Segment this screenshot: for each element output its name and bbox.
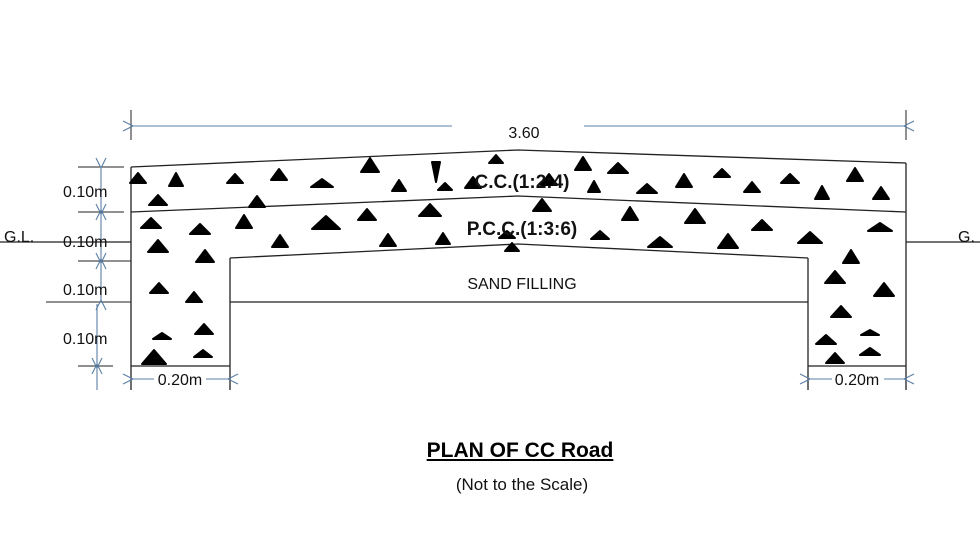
aggregate-stone <box>621 206 639 221</box>
cc-top-edge <box>130 149 907 168</box>
aggregate-stone <box>636 183 658 194</box>
aggregate-stone <box>194 323 214 335</box>
right-width-dimension: 0.20m <box>810 372 904 389</box>
aggregate-stone <box>498 230 516 239</box>
vertical-dimension-chain: 0.10m 0.10m 0.10m 0.10m <box>63 168 107 390</box>
aggregate-stone <box>152 332 172 340</box>
aggregate-stone <box>147 239 169 253</box>
aggregate-stone <box>189 223 211 235</box>
aggregate-stone <box>872 186 890 200</box>
aggregate-stone <box>717 233 739 249</box>
aggregate-stone <box>675 173 693 188</box>
aggregate-stone <box>140 217 162 229</box>
overall-width-label: 3.60 <box>508 125 539 142</box>
pcc-bottom-edge <box>229 243 809 259</box>
aggregate-stone <box>488 154 504 164</box>
aggregate-stone <box>867 222 893 232</box>
aggregate-stone <box>310 178 334 188</box>
aggregate-stone <box>780 173 800 184</box>
dim-label-pcc-thickness: 0.10m <box>63 234 107 251</box>
layer-outlines <box>0 149 980 390</box>
aggregate-stone <box>532 198 552 212</box>
aggregate-stone <box>842 249 860 264</box>
aggregate-stone <box>168 172 184 187</box>
aggregate-stone <box>797 231 823 244</box>
dim-label-cc-thickness: 0.10m <box>63 184 107 201</box>
aggregate-stone <box>873 282 895 297</box>
overall-width-dimension: 3.60 <box>131 110 906 142</box>
aggregate-stone <box>360 157 380 173</box>
aggregate-stone <box>270 168 288 181</box>
aggregate-stone <box>860 329 880 336</box>
aggregate-stone <box>418 203 442 217</box>
aggregate-stone <box>587 180 601 193</box>
aggregate-pattern <box>129 154 895 365</box>
aggregate-stone <box>185 291 203 303</box>
drawing-subtitle: (Not to the Scale) <box>455 475 589 494</box>
aggregate-stone <box>814 185 830 200</box>
aggregate-stone <box>540 173 558 186</box>
pcc-layer-label: P.C.C.(1:3:6) <box>467 219 578 240</box>
cc-layer-label: C.C.(1:2:4) <box>474 172 569 193</box>
aggregate-stone <box>148 194 168 206</box>
aggregate-stone <box>149 282 169 294</box>
aggregate-stone <box>141 349 167 365</box>
aggregate-stone <box>830 305 852 318</box>
aggregate-stone <box>235 214 253 229</box>
cc-pcc-boundary <box>130 195 907 213</box>
aggregate-stone <box>751 219 773 231</box>
aggregate-stone <box>195 249 215 263</box>
dim-label-base-thickness: 0.10m <box>63 331 107 348</box>
aggregate-stone <box>379 233 397 247</box>
aggregate-stone <box>391 179 407 192</box>
left-width-label: 0.20m <box>158 372 202 389</box>
ground-level-label-left: G.L. <box>4 229 34 246</box>
dim-label-sand-thickness: 0.10m <box>63 282 107 299</box>
aggregate-stone <box>590 230 610 240</box>
aggregate-stone <box>431 161 441 183</box>
aggregate-stone <box>684 208 706 224</box>
right-width-label: 0.20m <box>835 372 879 389</box>
aggregate-stone <box>129 172 147 184</box>
aggregate-stone <box>859 347 881 356</box>
aggregate-stone <box>574 156 592 171</box>
sand-filling-label: SAND FILLING <box>467 276 576 293</box>
aggregate-stone <box>311 215 341 230</box>
aggregate-stone <box>464 176 482 189</box>
aggregate-stone <box>357 208 377 221</box>
left-width-dimension: 0.20m <box>133 372 228 389</box>
aggregate-stone <box>607 162 629 174</box>
aggregate-stone <box>815 334 837 345</box>
aggregate-stone <box>248 195 266 208</box>
aggregate-stone <box>647 236 673 248</box>
aggregate-stone <box>825 352 845 364</box>
aggregate-stone <box>271 234 289 248</box>
aggregate-stone <box>713 168 731 178</box>
aggregate-stone <box>504 242 520 252</box>
drawing-title: PLAN OF CC Road <box>426 439 614 462</box>
aggregate-stone <box>824 270 846 284</box>
aggregate-stone <box>226 173 244 184</box>
aggregate-stone <box>435 232 451 245</box>
aggregate-stone <box>437 182 453 191</box>
aggregate-stone <box>743 181 761 193</box>
ground-level-label-right: G. <box>958 229 975 246</box>
aggregate-stone <box>193 349 213 358</box>
aggregate-stone <box>846 167 864 182</box>
